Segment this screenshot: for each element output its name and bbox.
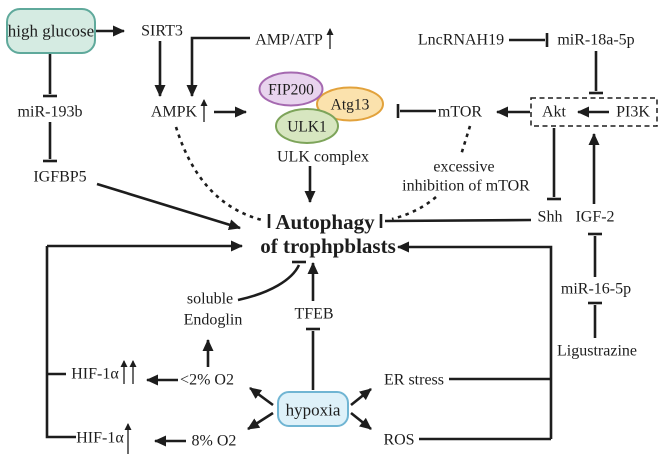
- edge-excessive-autophagy-dashed: [391, 196, 437, 221]
- rail-right-arrow: [397, 241, 553, 439]
- hypoxia-box: [277, 391, 349, 427]
- edge-ampatp-ampk: [186, 36, 250, 97]
- hypoxia-label: hypoxia: [286, 401, 341, 420]
- soluble-endoglin-label-line1: soluble: [187, 291, 233, 308]
- ligustrazine-label: Ligustrazine: [557, 343, 637, 360]
- excessive-inhibition-label-line2: inhibition of mTOR: [402, 178, 530, 195]
- mir-193b-label: miR-193b: [18, 104, 83, 121]
- mtor-label: mTOR: [438, 104, 482, 121]
- mir-16-5p-label: miR-16-5p: [561, 281, 631, 298]
- fip200-label: FIP200: [268, 82, 314, 99]
- atg13-label: Atg13: [331, 97, 370, 114]
- igfbp5-label: IGFBP5: [33, 169, 86, 186]
- edge-endoglin-autophagy: [237, 264, 301, 302]
- edge-mtor-excessive-dashed: [459, 125, 472, 156]
- akt-label: Akt: [542, 104, 567, 121]
- autophagy-title-line1: Autophagy: [275, 210, 375, 234]
- mir-18a-5p-label: miR-18a-5p: [557, 32, 634, 49]
- edge-ampk-autophagy-dashed: [174, 126, 263, 222]
- high-glucose-label: high glucose: [8, 22, 94, 41]
- fip200-ellipse: [258, 71, 324, 107]
- atg13-ellipse: [316, 86, 384, 122]
- edge-hypoxia-o28: [247, 411, 274, 431]
- hif1a-severe-label: HIF-1α: [71, 366, 119, 383]
- er-stress-label: ER stress: [384, 372, 444, 389]
- excessive-inhibition-label-line1: excessive: [433, 159, 494, 176]
- ulk-complex-label: ULK complex: [277, 149, 369, 166]
- o2-lt2-label: <2% O2: [180, 372, 234, 389]
- high-glucose-box: [6, 8, 96, 54]
- autophagy-title-line2: of trophpblasts: [260, 234, 396, 258]
- amp-atp-label: AMP/ATP: [255, 32, 323, 49]
- sirt3-label: SIRT3: [141, 23, 183, 40]
- hif1a-mild-label: HIF-1α: [76, 430, 124, 447]
- lncrna-h19-label: LncRNAH19: [418, 32, 504, 49]
- edge-hypoxia-erstress: [350, 387, 372, 407]
- ulk1-label: ULK1: [287, 119, 327, 136]
- soluble-endoglin-label-line2: Endoglin: [184, 312, 243, 329]
- o2-8-label: 8% O2: [192, 433, 237, 450]
- edge-hypoxia-o2lt2: [249, 386, 274, 407]
- ampk-label: AMPK: [151, 104, 198, 121]
- tfeb-label: TFEB: [294, 306, 333, 323]
- rail-left-vertical: [45, 246, 76, 439]
- shh-label: Shh: [538, 209, 563, 226]
- pi3k-label: PI3K: [616, 104, 650, 121]
- edge-shh-autophagy: [384, 218, 532, 223]
- edge-igfbp5-autophagy: [96, 182, 241, 231]
- igf2-label: IGF-2: [575, 209, 614, 226]
- edge-hypoxia-ros: [350, 411, 372, 431]
- akt-pi3k-dashed-box: [530, 97, 658, 127]
- ulk1-ellipse: [275, 108, 339, 144]
- ros-label: ROS: [383, 432, 414, 449]
